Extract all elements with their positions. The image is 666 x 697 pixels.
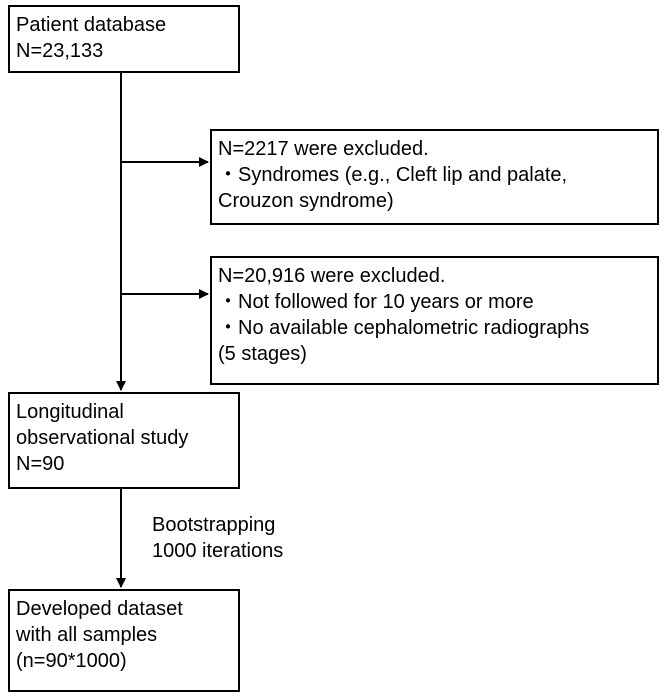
exclusion-2-reason-followup: ・Not followed for 10 years or more: [218, 291, 534, 313]
exclusion-1-reason-cont: Crouzon syndrome): [218, 190, 394, 212]
longitudinal-study-title: Longitudinal: [16, 401, 124, 423]
longitudinal-study-count: N=90: [16, 453, 65, 475]
developed-dataset-title: Developed dataset: [16, 598, 183, 620]
patient-database-box: Patient database N=23,133: [8, 5, 240, 73]
developed-dataset-box: Developed dataset with all samples (n=90…: [8, 589, 240, 692]
patient-database-count: N=23,133: [16, 40, 104, 62]
patient-database-title: Patient database: [16, 14, 167, 36]
longitudinal-study-box: Longitudinal observational study N=90: [8, 392, 240, 489]
longitudinal-study-subtitle: observational study: [16, 427, 189, 449]
exclusion-2-reason-radiographs: ・No available cephalometric radiographs: [218, 317, 590, 339]
exclusion-2-count: N=20,916 were excluded.: [218, 265, 446, 287]
exclusion-1-reason: ・Syndromes (e.g., Cleft lip and palate,: [218, 164, 568, 186]
bootstrapping-label: Bootstrapping 1000 iterations: [152, 512, 283, 564]
developed-dataset-count: (n=90*1000): [16, 650, 127, 672]
exclusion-1-count: N=2217 were excluded.: [218, 138, 429, 160]
exclusion-2-reason-stages: (5 stages): [218, 343, 307, 365]
bootstrapping-title: Bootstrapping: [152, 514, 276, 536]
bootstrapping-iterations: 1000 iterations: [152, 540, 284, 562]
exclusion-box-syndromes: N=2217 were excluded. ・Syndromes (e.g., …: [210, 129, 659, 225]
exclusion-box-followup: N=20,916 were excluded. ・Not followed fo…: [210, 256, 659, 385]
developed-dataset-subtitle: with all samples: [16, 624, 158, 646]
